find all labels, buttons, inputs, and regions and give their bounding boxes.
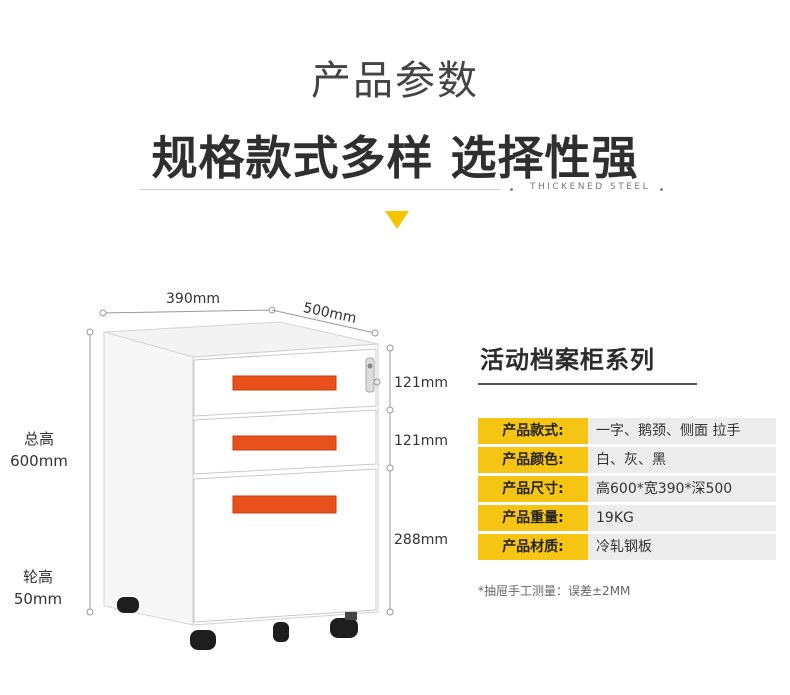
- divider-dot: [660, 188, 663, 191]
- depth-dimension-line: [271, 309, 376, 334]
- drawer-bottom-height-label: 288mm: [394, 532, 448, 548]
- spec-value: 19KG: [588, 505, 776, 531]
- measurement-footnote: *抽屉手工测量：误差±2MM: [478, 584, 631, 598]
- spec-value: 一字、鹅颈、侧面 拉手: [588, 418, 776, 444]
- spec-row: 产品材质: 冷轧钢板: [478, 534, 776, 560]
- caster-wheels: [117, 597, 358, 650]
- drawer-handle: [232, 375, 337, 391]
- series-divider: [478, 383, 697, 385]
- width-dimension-line: [102, 309, 273, 314]
- spec-key: 产品颜色:: [478, 447, 588, 473]
- spec-key: 产品尺寸:: [478, 476, 588, 502]
- spec-row: 产品款式: 一字、鹅颈、侧面 拉手: [478, 418, 776, 444]
- spec-key: 产品款式:: [478, 418, 588, 444]
- total-height-label: 总高 600mm: [0, 428, 78, 472]
- width-label: 390mm: [166, 291, 220, 307]
- drawer-handle: [232, 495, 337, 514]
- wheel-height-label: 轮高 50mm: [0, 566, 76, 610]
- drawer-handle: [232, 435, 337, 451]
- wheel-height-value: 50mm: [13, 590, 63, 608]
- page-title: 产品参数: [311, 58, 479, 104]
- spec-table: 产品款式: 一字、鹅颈、侧面 拉手 产品颜色: 白、灰、黑 产品尺寸: 高600…: [478, 418, 776, 563]
- spec-row: 产品颜色: 白、灰、黑: [478, 447, 776, 473]
- spec-key: 产品材质:: [478, 534, 588, 560]
- page-subtitle: 规格款式多样 选择性强: [151, 131, 639, 185]
- spec-row: 产品尺寸: 高600*宽390*深500: [478, 476, 776, 502]
- spec-value: 高600*宽390*深500: [588, 476, 776, 502]
- drawer-bottom: [193, 468, 377, 623]
- drawer-top-height-label: 121mm: [394, 375, 448, 391]
- drawer-middle-height-label: 121mm: [394, 433, 448, 449]
- spec-row: 产品重量: 19KG: [478, 505, 776, 531]
- spec-value: 冷轧钢板: [588, 534, 776, 560]
- cabinet-side: [103, 331, 194, 626]
- total-height-value: 600mm: [10, 452, 68, 470]
- tagline: THICKENED STEEL: [530, 182, 651, 192]
- divider-dot: [510, 188, 513, 191]
- spec-value: 白、灰、黑: [588, 447, 776, 473]
- spec-key: 产品重量:: [478, 505, 588, 531]
- lock-icon: [365, 357, 375, 393]
- down-arrow-icon: [385, 211, 409, 229]
- total-height-caption: 总高: [23, 430, 54, 448]
- divider-line: [140, 189, 500, 190]
- wheel-height-caption: 轮高: [22, 568, 53, 586]
- series-title: 活动档案柜系列: [480, 346, 655, 374]
